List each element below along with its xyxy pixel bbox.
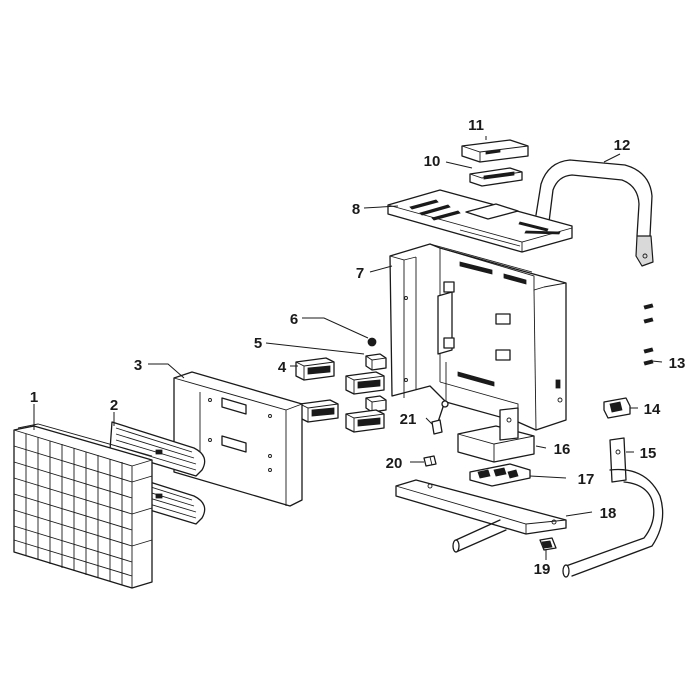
part-front-grille — [13, 423, 153, 589]
part-reflector-box — [173, 371, 303, 507]
part-base-frame — [395, 479, 567, 553]
part-fuse — [423, 455, 437, 467]
callout-4: 4 — [278, 359, 287, 376]
callout-19: 19 — [534, 561, 551, 578]
part-knob — [367, 337, 377, 347]
callout-16: 16 — [554, 441, 571, 458]
callout-17: 17 — [578, 471, 595, 488]
callout-8: 8 — [352, 201, 360, 218]
callout-7: 7 — [356, 265, 364, 282]
callout-11: 11 — [468, 117, 484, 134]
callout-12: 12 — [614, 137, 631, 154]
callout-6: 6 — [290, 311, 298, 328]
callout-5: 5 — [254, 335, 262, 352]
part-top-cover — [387, 189, 573, 253]
leader-lines — [33, 136, 663, 560]
part-control-cover — [457, 407, 535, 463]
part-element-holders — [295, 357, 385, 433]
part-screws — [643, 303, 654, 366]
part-circuit-board — [469, 463, 531, 487]
callout-3: 3 — [134, 357, 142, 374]
part-switch — [603, 397, 631, 419]
callout-labels: 1 2 3 4 5 6 7 8 10 11 12 13 14 15 16 17 … — [30, 117, 686, 578]
part-sensor — [431, 400, 449, 435]
callout-2: 2 — [110, 397, 118, 414]
callout-15: 15 — [640, 445, 657, 462]
callout-18: 18 — [600, 505, 617, 522]
part-blocks — [365, 353, 387, 413]
part-handle — [535, 159, 654, 267]
part-display-board — [469, 167, 523, 187]
part-main-housing — [389, 243, 567, 431]
callout-10: 10 — [424, 153, 441, 170]
part-display-cover — [461, 139, 529, 163]
callout-14: 14 — [644, 401, 661, 418]
callout-20: 20 — [386, 455, 403, 472]
part-connector — [539, 537, 557, 551]
callout-13: 13 — [669, 355, 686, 372]
callout-21: 21 — [400, 411, 417, 428]
callout-1: 1 — [30, 389, 38, 406]
part-front-leg — [562, 437, 664, 578]
